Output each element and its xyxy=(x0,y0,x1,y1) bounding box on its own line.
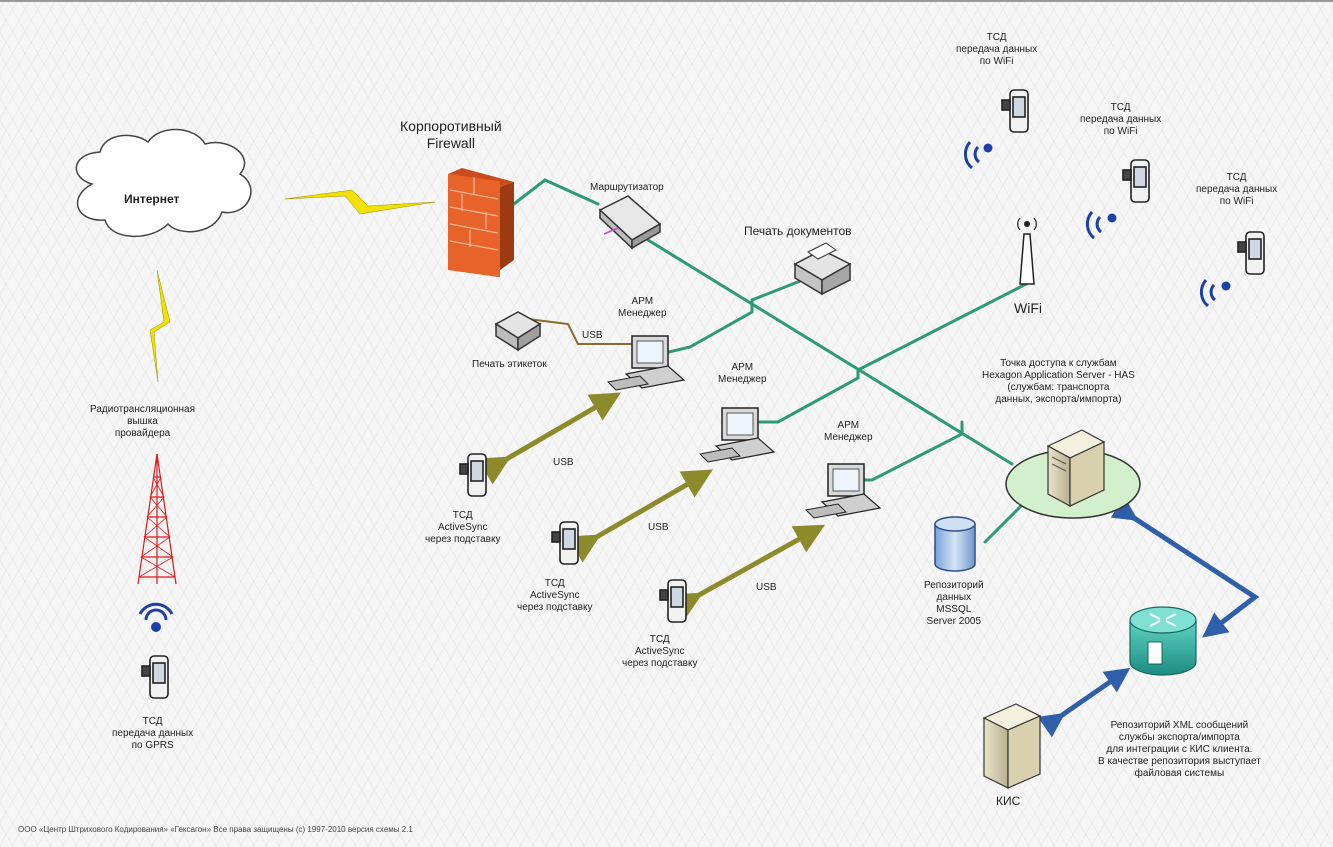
wifi-antenna-icon xyxy=(1017,217,1037,285)
usb-links xyxy=(477,392,826,621)
workstation-icon-3 xyxy=(804,463,882,519)
tsd-activesync-3-icon xyxy=(659,579,687,623)
usb-link-1-label: USB xyxy=(553,457,574,468)
label-printer-icon xyxy=(494,311,542,352)
copyright-footer: ООО «Центр Штрихового Кодирования» «Гекс… xyxy=(18,825,413,834)
xml-repository-icon xyxy=(1129,606,1197,676)
usb-link-2-label: USB xyxy=(648,522,669,533)
tsd-activesync-2-icon xyxy=(551,521,579,565)
wifi-label: WiFi xyxy=(1014,300,1042,316)
lightning-internet-tower xyxy=(149,269,171,383)
tsd-wifi-3-icon xyxy=(1237,231,1265,275)
radio-tower-icon xyxy=(137,453,177,585)
wifi-signal-icon-3 xyxy=(1199,278,1231,308)
lightning-internet-firewall xyxy=(284,189,436,215)
router-label: Маршрутизатор xyxy=(590,182,664,193)
integration-links xyxy=(1037,496,1260,738)
usb-label-printer-label: USB xyxy=(582,330,603,341)
wifi-signal-icon-1 xyxy=(963,140,993,170)
internet-label: Интернет xyxy=(124,192,180,206)
tsd-activesync-1-icon xyxy=(459,453,487,497)
workstation-icon-2 xyxy=(698,407,776,463)
database-icon xyxy=(934,516,976,572)
document-printer-icon xyxy=(793,242,852,296)
firewall-icon xyxy=(448,168,514,278)
workstation-icon-1 xyxy=(606,335,686,391)
handheld-terminals xyxy=(141,89,1265,699)
tsd-wifi-2-icon xyxy=(1122,159,1150,203)
wifi-signal-icon-2 xyxy=(1085,210,1117,240)
router-icon xyxy=(598,195,662,250)
usb-link-3-label: USB xyxy=(756,582,777,593)
kis-label: КИС xyxy=(996,794,1021,808)
gprs-signal-icon xyxy=(138,602,174,632)
tsd-wifi-1-icon xyxy=(1001,89,1029,133)
print-documents-label: Печать документов xyxy=(744,224,852,238)
internet-cloud xyxy=(75,128,252,237)
print-labels-label: Печать этикеток xyxy=(472,359,547,370)
network-cables xyxy=(508,178,1032,544)
tsd-gprs-icon xyxy=(141,655,169,699)
has-server-icon xyxy=(1046,429,1106,508)
usb-cable-label-printer xyxy=(527,318,640,345)
kis-server-icon xyxy=(982,703,1042,789)
